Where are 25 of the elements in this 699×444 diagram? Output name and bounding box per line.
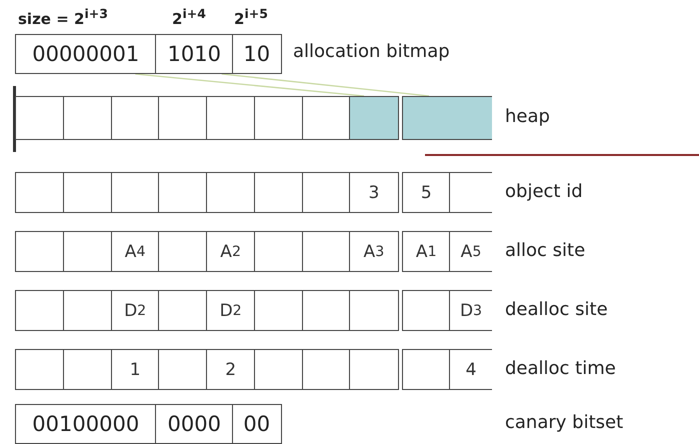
- row-label: dealloc site: [505, 298, 608, 320]
- size-label: 2$^{i+4}$: [172, 6, 206, 28]
- cell-value: 1: [110, 349, 160, 390]
- mapping-line: [135, 73, 364, 97]
- bit-field: 1010: [155, 34, 234, 74]
- cell-value: 4: [449, 349, 492, 390]
- bit-field: 00100000: [15, 404, 156, 444]
- row-label: dealloc time: [505, 358, 616, 378]
- row-label: canary bitset: [505, 412, 624, 433]
- row-label: allocation bitmap: [293, 41, 450, 62]
- bit-field: 10: [232, 34, 282, 74]
- allocated-heap-cell: [349, 96, 398, 140]
- row-label: alloc site: [505, 240, 586, 260]
- size-label: 2$^{i+5}$: [234, 6, 268, 28]
- size-label: size = 2$^{i+3}$: [18, 6, 108, 28]
- mapping-line: [222, 73, 430, 97]
- allocated-heap-cell: [402, 96, 492, 140]
- cell-value: 5: [402, 172, 450, 213]
- row-label: object id: [505, 180, 583, 202]
- cell-value: 3: [349, 172, 398, 213]
- row-label: heap: [505, 106, 550, 127]
- bit-field: 00: [232, 404, 282, 444]
- cell-value: 2: [206, 349, 256, 390]
- bit-field: 00000001: [15, 34, 156, 74]
- bit-field: 0000: [155, 404, 234, 444]
